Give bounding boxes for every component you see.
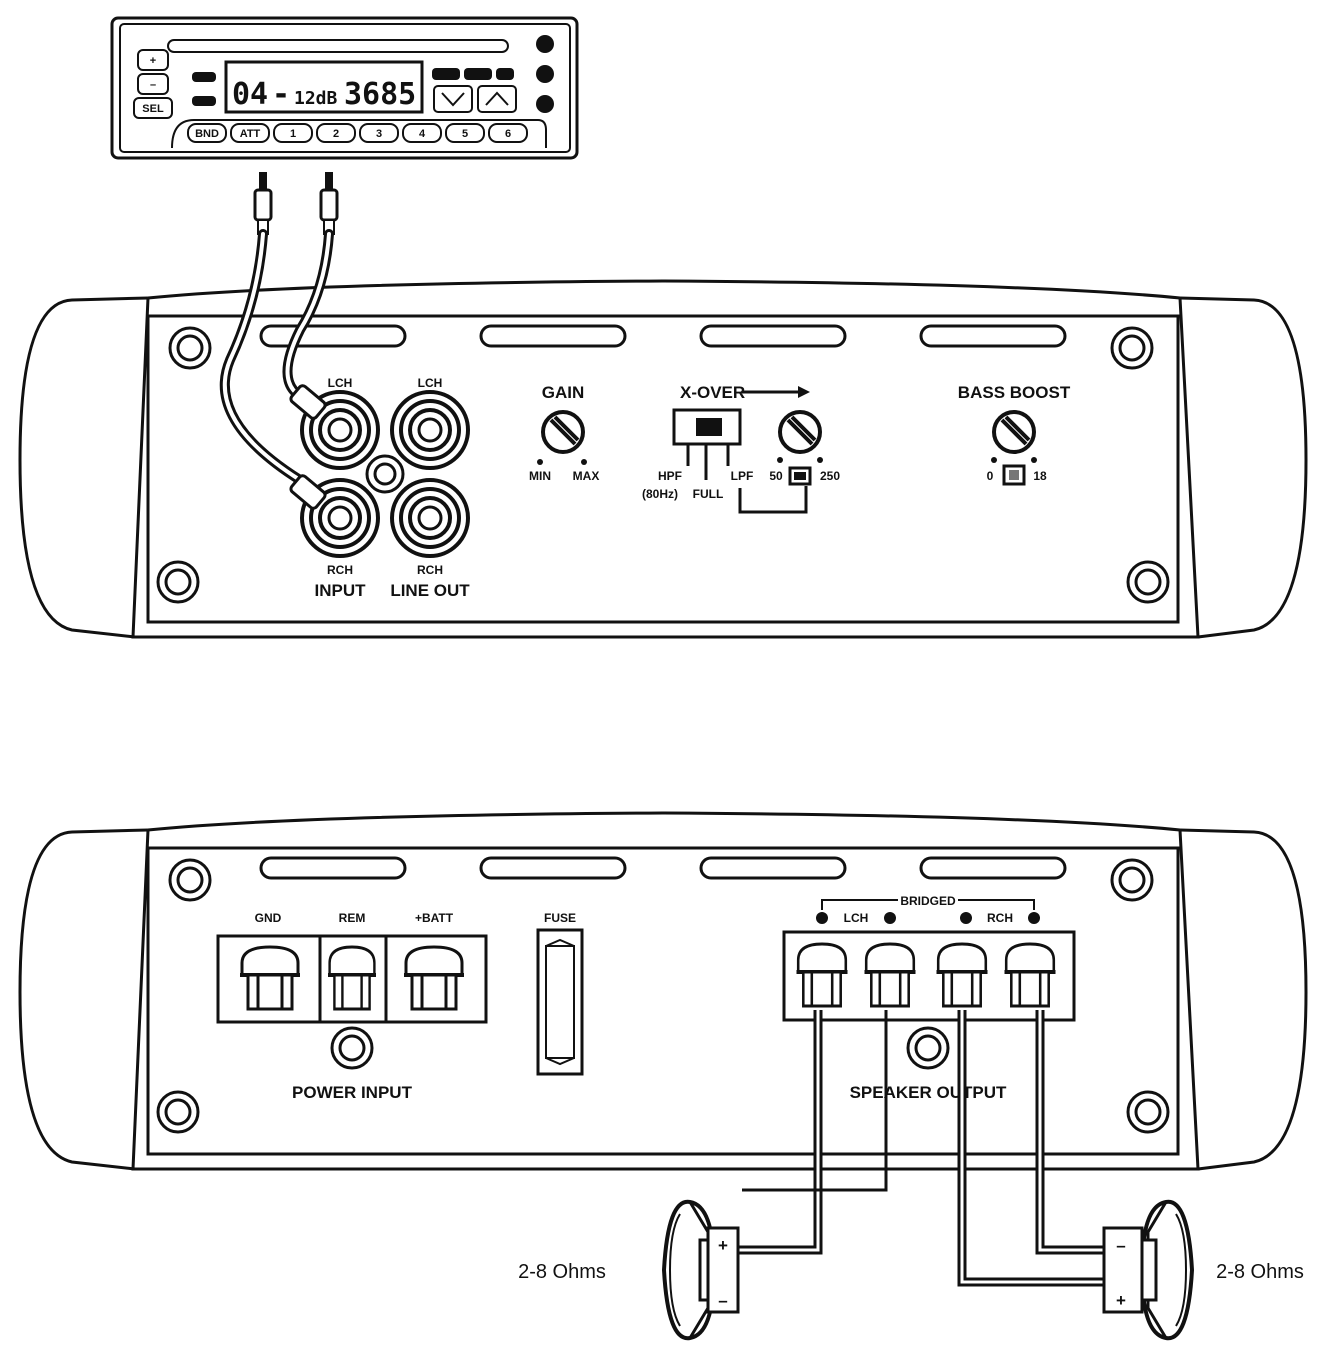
display-dash: -: [272, 77, 290, 112]
speaker-lch-label: LCH: [844, 911, 869, 925]
svg-text:6: 6: [505, 128, 511, 140]
input-label: INPUT: [315, 581, 367, 600]
right-speaker: – +: [1102, 1199, 1195, 1341]
amplifier-front-panel: LCH LCH RCH RCH INPUT LINE OUT GAIN MIN …: [18, 279, 1308, 639]
rca-lineout-rch-jack[interactable]: [390, 478, 470, 558]
seek-down-button[interactable]: [433, 85, 473, 113]
fuse-holder[interactable]: [536, 928, 584, 1076]
rem-label: REM: [339, 911, 366, 925]
speaker-wires: [738, 1010, 1104, 1287]
att-button[interactable]: ATT: [230, 123, 270, 143]
head-unit: + – SEL 04 - 12dB 3685: [110, 16, 579, 160]
lineout-label: LINE OUT: [390, 581, 470, 600]
xover-label: X-OVER: [680, 383, 745, 402]
speaker-rch-minus-terminal[interactable]: [1002, 942, 1058, 1008]
lpf-label: LPF: [731, 469, 754, 483]
bnd-button[interactable]: BND: [187, 123, 227, 143]
svg-text:4: 4: [419, 128, 426, 140]
right-speaker-plus: +: [1116, 1291, 1126, 1310]
speaker-lch-minus-terminal[interactable]: [862, 942, 918, 1008]
left-speaker-minus: –: [718, 1291, 727, 1310]
preset-3-button[interactable]: 3: [359, 123, 399, 143]
display-level: 12dB: [294, 88, 338, 109]
gnd-terminal[interactable]: [238, 945, 302, 1011]
preset-4-button[interactable]: 4: [402, 123, 442, 143]
gain-max-label: MAX: [573, 469, 600, 483]
speaker-rch-label: RCH: [987, 911, 1013, 925]
svg-text:SEL: SEL: [142, 103, 164, 115]
rca-lineout-lch-jack[interactable]: [390, 390, 470, 470]
preset-5-button[interactable]: 5: [445, 123, 485, 143]
power-input-label: POWER INPUT: [292, 1083, 413, 1102]
bass-boost-label: BASS BOOST: [958, 383, 1071, 402]
side-button-minus[interactable]: –: [137, 73, 169, 95]
input-lch-label: LCH: [328, 376, 353, 390]
rca-plugs: [253, 172, 339, 235]
bass-boost-min-label: 0: [987, 469, 994, 483]
hpf-freq-label: (80Hz): [642, 487, 678, 501]
speaker-output-label: SPEAKER OUTPUT: [850, 1083, 1007, 1102]
batt-label: +BATT: [415, 911, 454, 925]
svg-text:ATT: ATT: [240, 128, 261, 140]
full-label: FULL: [693, 487, 724, 501]
preset-2-button[interactable]: 2: [316, 123, 356, 143]
rem-terminal[interactable]: [326, 945, 378, 1011]
input-rch-label: RCH: [327, 563, 353, 577]
xover-max-label: 250: [820, 469, 840, 483]
svg-text:5: 5: [462, 128, 468, 140]
lineout-rch-label: RCH: [417, 563, 443, 577]
svg-text:BND: BND: [195, 128, 219, 140]
right-speaker-impedance: 2-8 Ohms: [1216, 1261, 1304, 1283]
rca-cables: [219, 229, 334, 510]
gain-label: GAIN: [542, 383, 585, 402]
bass-boost-max-label: 18: [1033, 469, 1047, 483]
left-speaker-plus: +: [718, 1236, 728, 1255]
right-speaker-minus: –: [1116, 1236, 1125, 1255]
preset-buttons: BND ATT 1 2 3 4 5 6: [187, 123, 528, 143]
crossover-frequency-knob[interactable]: [778, 410, 822, 454]
svg-text:–: –: [150, 79, 156, 91]
svg-text:2: 2: [333, 128, 339, 140]
svg-text:1: 1: [290, 128, 296, 140]
display-track: 04: [232, 77, 268, 112]
preset-6-button[interactable]: 6: [488, 123, 528, 143]
xover-min-label: 50: [769, 469, 783, 483]
bridged-label: BRIDGED: [900, 894, 956, 908]
svg-text:+: +: [150, 55, 156, 67]
left-speaker-impedance: 2-8 Ohms: [518, 1261, 606, 1283]
amplifier-rear-panel: GND REM +BATT POWER INPUT FUSE BRIDGED L…: [18, 811, 1308, 1171]
speaker-rch-plus-terminal[interactable]: [934, 942, 990, 1008]
display-frequency: 3685: [344, 77, 416, 112]
preset-1-button[interactable]: 1: [273, 123, 313, 143]
hpf-label: HPF: [658, 469, 682, 483]
batt-terminal[interactable]: [402, 945, 466, 1011]
fuse-label: FUSE: [544, 911, 576, 925]
gnd-label: GND: [255, 911, 282, 925]
seek-up-button[interactable]: [477, 85, 517, 113]
side-button-plus[interactable]: +: [137, 49, 169, 71]
gain-min-label: MIN: [529, 469, 551, 483]
svg-text:3: 3: [376, 128, 382, 140]
speaker-lch-plus-terminal[interactable]: [794, 942, 850, 1008]
side-button-sel[interactable]: SEL: [133, 97, 173, 119]
left-speaker: + –: [661, 1199, 740, 1341]
gain-knob[interactable]: [541, 410, 585, 454]
crossover-mode-switch[interactable]: [672, 408, 742, 446]
bass-boost-knob[interactable]: [992, 410, 1036, 454]
lineout-lch-label: LCH: [418, 376, 443, 390]
lcd-display: 04 - 12dB 3685: [224, 60, 424, 114]
